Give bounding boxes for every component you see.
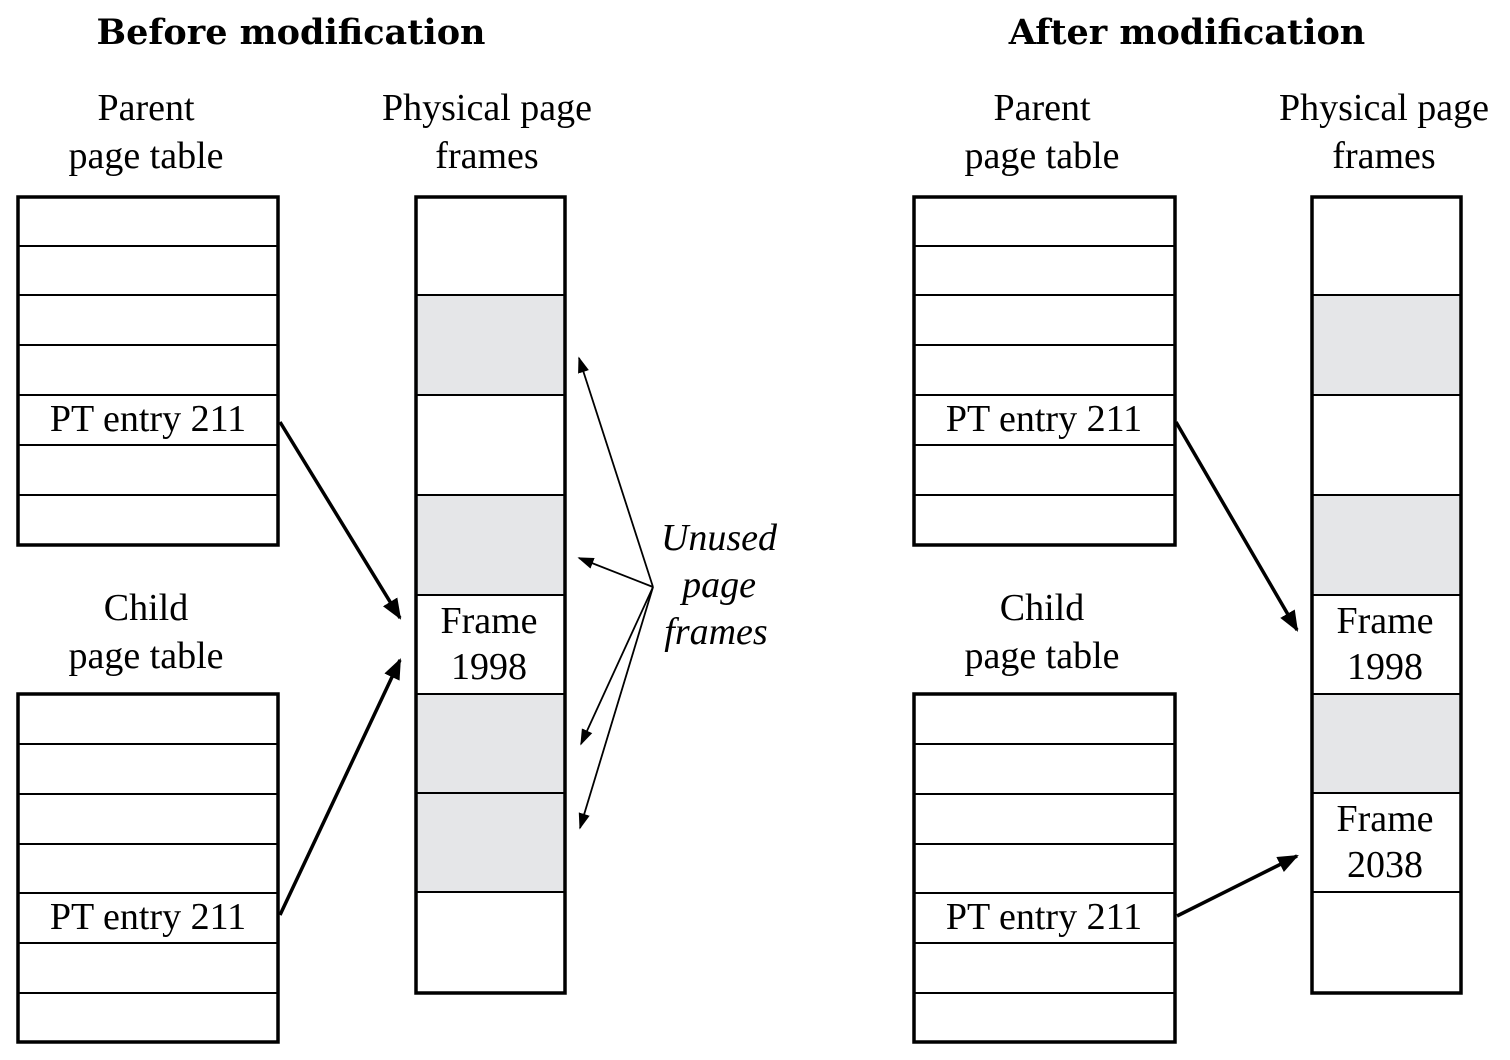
table-row (913, 444, 1176, 496)
after-frame-1998-label-line1: Frame (1336, 600, 1433, 642)
before-frame-1998-label-line2: 1998 (451, 646, 527, 688)
before-parent-label-line1: Parent (97, 87, 195, 129)
frame-1998 (1311, 594, 1462, 695)
before-child-page-table: PT entry 211 (16, 692, 280, 1044)
table-row (913, 793, 1176, 845)
after-child-entry-label: PT entry 211 (946, 896, 1142, 938)
before-frames-label-line2: frames (435, 135, 538, 177)
unused-annotation-line3: frames (664, 611, 767, 653)
page-frame (415, 891, 566, 994)
table-row (913, 294, 1176, 346)
frame-1998 (415, 594, 566, 695)
table-row (913, 992, 1176, 1043)
table-row (913, 693, 1176, 745)
table-row (17, 444, 279, 496)
unused-annotation-line2: page (679, 564, 756, 606)
page-frame (1311, 394, 1462, 496)
after-frame-2038-label-line2: 2038 (1347, 844, 1423, 886)
after-child-label-line2: page table (964, 635, 1119, 677)
unused-page-frame (415, 792, 566, 893)
after-frames-label-line2: frames (1332, 135, 1435, 177)
before-child-label-line1: Child (104, 587, 188, 629)
table-row (17, 992, 279, 1043)
unused-arrow (577, 557, 654, 588)
table-row (913, 196, 1176, 247)
table-row (17, 196, 279, 247)
unused-page-frame (415, 693, 566, 794)
page-frame (1311, 891, 1462, 994)
after-title: After modification (1008, 12, 1366, 53)
table-row (17, 494, 279, 546)
table-row (17, 843, 279, 894)
before-frame-1998-label-line1: Frame (440, 600, 537, 642)
before-frames-label-line1: Physical page (382, 87, 592, 129)
unused-arrow (580, 586, 654, 746)
unused-annotation-line1: Unused (661, 517, 778, 559)
before-parent-label-line2: page table (68, 135, 223, 177)
table-row (17, 743, 279, 795)
table-row (913, 245, 1176, 296)
unused-page-frame (1311, 693, 1462, 794)
unused-page-frame (1311, 494, 1462, 596)
pt-entry-211-row (17, 394, 279, 446)
after-child-to-frame-2038-arrow (1176, 854, 1299, 918)
table-row (17, 294, 279, 346)
before-child-entry-label: PT entry 211 (50, 896, 246, 938)
table-row (913, 843, 1176, 894)
after-parent-entry-label: PT entry 211 (946, 398, 1142, 440)
before-parent-page-table: PT entry 211 (16, 195, 280, 547)
unused-arrow (578, 356, 654, 588)
unused-annotation-arrows (577, 356, 654, 830)
pt-entry-211-row (913, 892, 1176, 944)
after-parent-to-frame-1998-arrow (1174, 421, 1299, 632)
table-row (17, 344, 279, 396)
unused-page-frame (415, 494, 566, 596)
before-child-to-frame-arrow (278, 658, 402, 916)
before-physical-frames: Frame 1998 (414, 195, 567, 995)
after-parent-page-table: PT entry 211 (912, 195, 1177, 547)
after-frames-label-line1: Physical page (1279, 87, 1489, 129)
before-child-label-line2: page table (68, 635, 223, 677)
before-panel: Before modification Parent page table PT… (16, 12, 778, 1044)
after-panel: After modification Parent page table PT … (912, 12, 1489, 1044)
page-frame (1311, 196, 1462, 296)
unused-page-frame (1311, 294, 1462, 396)
table-row (17, 793, 279, 845)
table-row (913, 494, 1176, 546)
unused-page-frame (415, 294, 566, 396)
before-title: Before modification (97, 12, 486, 53)
frame-2038 (1311, 792, 1462, 893)
page-frame (415, 196, 566, 296)
before-parent-to-frame-arrow (278, 421, 402, 620)
table-row (913, 344, 1176, 396)
table-row (17, 245, 279, 296)
page-frame (415, 394, 566, 496)
table-row (913, 743, 1176, 795)
table-row (17, 942, 279, 994)
after-physical-frames: Frame 1998 Frame 2038 (1310, 195, 1463, 995)
before-parent-entry-label: PT entry 211 (50, 398, 246, 440)
table-row (913, 942, 1176, 994)
after-frame-1998-label-line2: 1998 (1347, 646, 1423, 688)
after-parent-label-line1: Parent (993, 87, 1091, 129)
unused-arrow (578, 586, 654, 830)
after-child-label-line1: Child (1000, 587, 1084, 629)
after-frame-2038-label-line1: Frame (1336, 798, 1433, 840)
after-parent-label-line2: page table (964, 135, 1119, 177)
table-row (17, 693, 279, 745)
after-child-page-table: PT entry 211 (912, 692, 1177, 1044)
